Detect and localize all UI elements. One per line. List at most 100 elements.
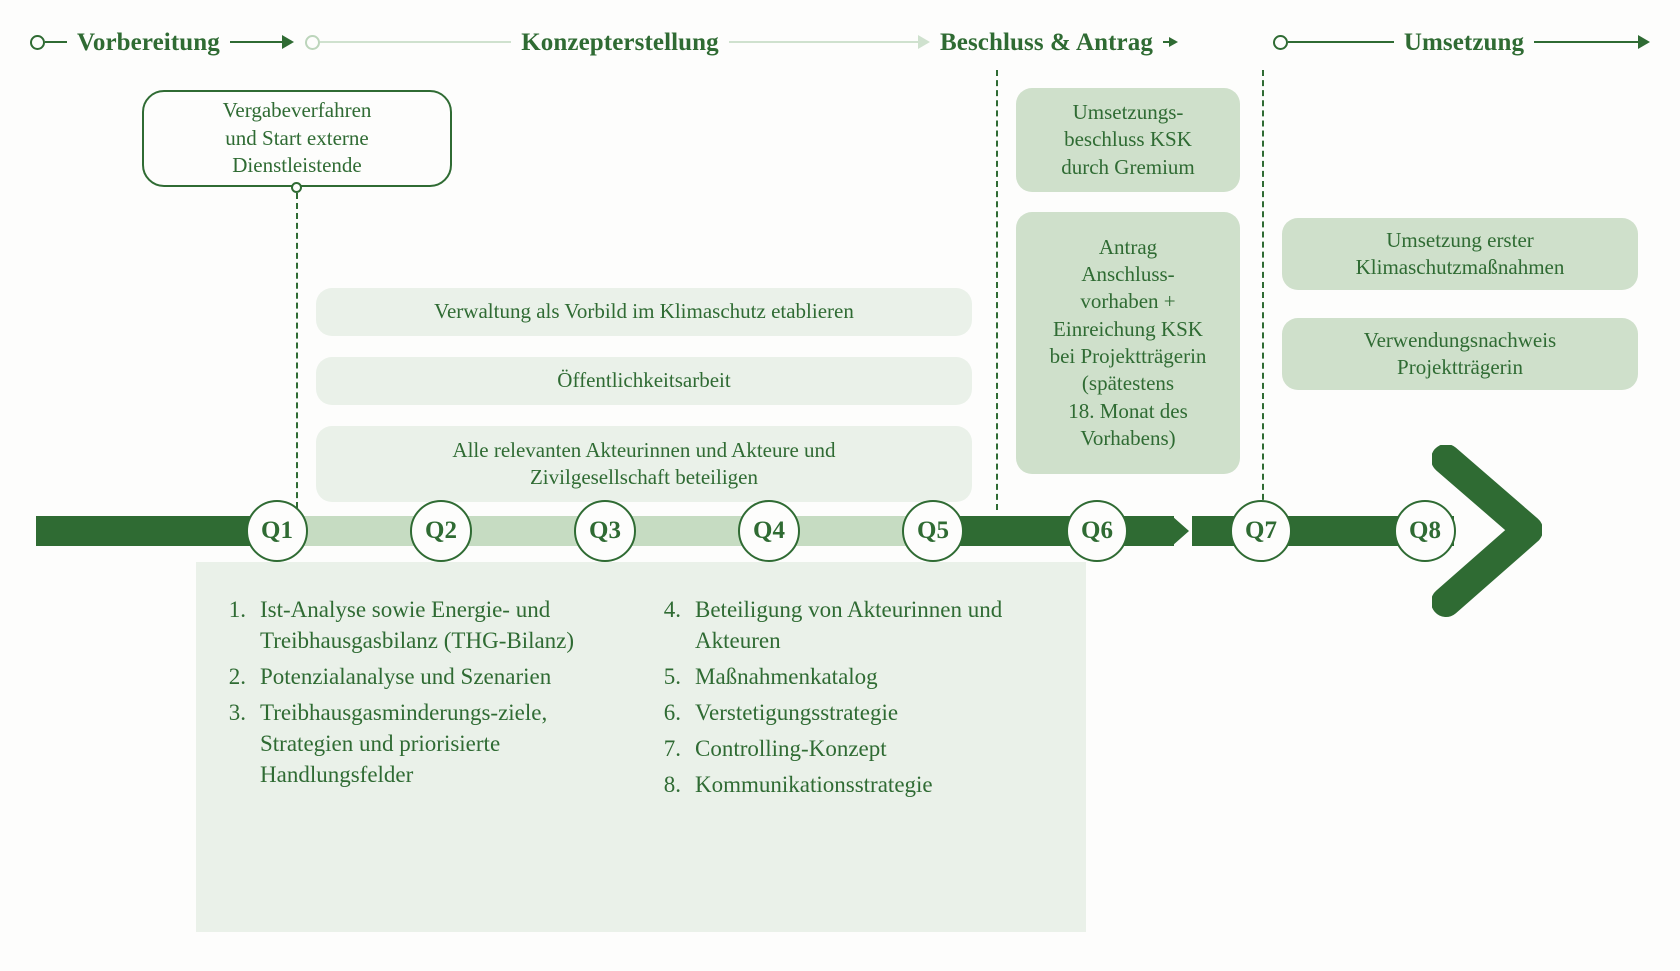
timeline-segment-q6-q7 <box>1120 516 1174 546</box>
callout-drop-line <box>296 193 298 528</box>
task-list-left: 1. Ist-Analyse sowie Energie- und Treibha… <box>218 594 629 790</box>
task-panel <box>196 562 1086 932</box>
phase-start-dot-icon <box>305 34 320 50</box>
task-item: 2. Potenzialanalyse und Szenarien <box>218 661 629 692</box>
quarter-label: Q2 <box>425 517 457 544</box>
phase-line <box>45 41 67 43</box>
task-item: 5. Maßnahmenkatalog <box>653 661 1064 692</box>
timeline-segment-q2-q3 <box>464 516 594 546</box>
phase-line <box>320 41 512 43</box>
callout-line-2: und Start externe <box>225 125 369 150</box>
phase-beschluss-antrag[interactable]: Beschluss & Antrag <box>940 22 1260 62</box>
task-text: Kommunikationsstrategie <box>695 772 933 798</box>
timeline-chevron-q6-q7 <box>1172 516 1189 546</box>
pill-umsetzung-erster-massnahmen[interactable]: Umsetzung erster Klimaschutzmaßnahmen <box>1282 218 1638 290</box>
pill-label: Antrag Anschluss- vorhaben + Einreichung… <box>1049 234 1207 450</box>
phase-start-dot-icon <box>30 34 45 50</box>
quarter-node-q5[interactable]: Q5 <box>902 500 964 562</box>
quarter-node-q6[interactable]: Q6 <box>1066 500 1128 562</box>
pill-oeffentlichkeitsarbeit[interactable]: Öffentlichkeitsarbeit <box>316 357 972 405</box>
task-item: 1. Ist-Analyse sowie Energie- und Treibha… <box>218 594 629 656</box>
task-number: 4. <box>663 597 681 622</box>
phase-line <box>728 41 921 43</box>
task-number: 6. <box>663 700 681 726</box>
quarter-label: Q7 <box>1245 517 1277 544</box>
pill-label: Umsetzung erster Klimaschutzmaßnahmen <box>1355 227 1565 279</box>
phase-label: Umsetzung <box>1403 28 1525 56</box>
quarter-label: Q3 <box>589 517 621 544</box>
task-text: Potenzialanalyse und Szenarien <box>260 664 552 690</box>
quarter-label: Q8 <box>1409 517 1441 544</box>
arrow-right-icon <box>1638 35 1650 49</box>
task-item: 3. Treibhausgasminderungs-ziele, Strategi… <box>218 697 629 790</box>
phase-start-dot-icon <box>1273 34 1288 50</box>
callout-anchor-dot-icon <box>291 182 302 193</box>
task-item: 4. Beteiligung von Akteurinnen und Akteur… <box>653 594 1064 656</box>
arrow-right-icon <box>282 35 294 49</box>
divider-konzept-beschluss <box>996 70 998 510</box>
task-text: Beteiligung von Akteurinnen und Akteuren <box>695 597 1003 654</box>
task-number: 7. <box>663 736 681 762</box>
task-item: 6. Verstetigungsstrategie <box>653 697 1064 728</box>
timeline-segment-start <box>36 516 256 546</box>
phase-label: Vorbereitung <box>77 28 220 56</box>
timeline-segment-q1-q2 <box>300 516 430 546</box>
quarter-label: Q1 <box>261 517 293 544</box>
task-number: 1. <box>228 597 246 622</box>
pill-antrag-anschlussvorhaben[interactable]: Antrag Anschluss- vorhaben + Einreichung… <box>1016 212 1240 474</box>
phase-line <box>229 41 284 43</box>
phase-header: Vorbereitung Konzepterstellung Beschluss… <box>0 22 1680 62</box>
task-number: 8. <box>663 772 681 798</box>
callout-line-3: Dienstleistende <box>232 153 362 178</box>
pill-label: Öffentlichkeitsarbeit <box>557 368 731 393</box>
pill-umsetzungsbeschluss-ksk[interactable]: Umsetzungs- beschluss KSK durch Gremium <box>1016 88 1240 192</box>
phase-konzepterstellung[interactable]: Konzepterstellung <box>305 22 931 62</box>
phase-label: Konzepterstellung <box>521 28 719 56</box>
quarter-node-q8[interactable]: Q8 <box>1394 500 1456 562</box>
callout-line-1: Vergabeverfahren <box>222 97 372 122</box>
task-number: 5. <box>663 664 681 690</box>
pill-label: Umsetzungs- beschluss KSK durch Gremium <box>1061 100 1195 179</box>
callout-text: Vergabeverfahren und Start externe Diens… <box>223 97 372 180</box>
task-item: 8. Kommunikationsstrategie <box>653 769 1064 800</box>
quarter-label: Q6 <box>1081 517 1113 544</box>
task-text: Controlling-Konzept <box>695 736 887 762</box>
quarter-label: Q4 <box>753 517 785 544</box>
quarter-node-q7[interactable]: Q7 <box>1230 500 1292 562</box>
arrow-right-icon <box>1168 37 1178 47</box>
pill-verwaltung-vorbild[interactable]: Verwaltung als Vorbild im Klimaschutz et… <box>316 288 972 336</box>
phase-vorbereitung[interactable]: Vorbereitung <box>30 22 294 62</box>
phase-umsetzung[interactable]: Umsetzung <box>1273 22 1650 62</box>
divider-beschluss-umsetzung <box>1262 70 1264 510</box>
quarter-node-q2[interactable]: Q2 <box>410 500 472 562</box>
pill-verwendungsnachweis[interactable]: Verwendungsnachweis Projektträgerin <box>1282 318 1638 390</box>
phase-line <box>1534 41 1640 43</box>
pill-label: Verwaltung als Vorbild im Klimaschutz et… <box>434 299 854 324</box>
pill-akteure-beteiligen[interactable]: Alle relevanten Akteurinnen und Akteure … <box>316 426 972 502</box>
task-column-right: 4. Beteiligung von Akteurinnen und Akteur… <box>653 594 1064 932</box>
quarter-timeline: Q1 Q2 Q3 Q4 Q5 Q6 Q7 Q8 <box>0 445 1680 617</box>
quarter-node-q4[interactable]: Q4 <box>738 500 800 562</box>
task-text: Ist-Analyse sowie Energie- und Treibhaus… <box>260 597 575 654</box>
task-columns: 1. Ist-Analyse sowie Energie- und Treibha… <box>196 562 1086 932</box>
phase-line <box>1288 41 1394 43</box>
task-item: 7. Controlling-Konzept <box>653 733 1064 764</box>
task-text: Treibhausgasminderungs-ziele, Strategien… <box>260 700 548 788</box>
task-list-right: 4. Beteiligung von Akteurinnen und Akteur… <box>653 594 1064 800</box>
task-text: Verstetigungsstrategie <box>695 700 899 726</box>
quarter-node-q1[interactable]: Q1 <box>246 500 308 562</box>
timeline-segment-q4-q5 <box>792 516 922 546</box>
task-number: 3. <box>228 700 246 726</box>
quarter-node-q3[interactable]: Q3 <box>574 500 636 562</box>
task-text: Maßnahmenkatalog <box>695 664 878 690</box>
pill-label: Alle relevanten Akteurinnen und Akteure … <box>452 437 836 489</box>
timeline-segment-q3-q4 <box>628 516 758 546</box>
phase-label: Beschluss & Antrag <box>940 28 1153 56</box>
callout-vergabeverfahren[interactable]: Vergabeverfahren und Start externe Diens… <box>142 90 452 187</box>
task-number: 2. <box>228 664 246 690</box>
arrow-right-icon <box>918 35 931 49</box>
phase-line <box>1162 41 1171 43</box>
timeline-end-arrow-icon <box>1432 445 1542 617</box>
quarter-label: Q5 <box>917 517 949 544</box>
